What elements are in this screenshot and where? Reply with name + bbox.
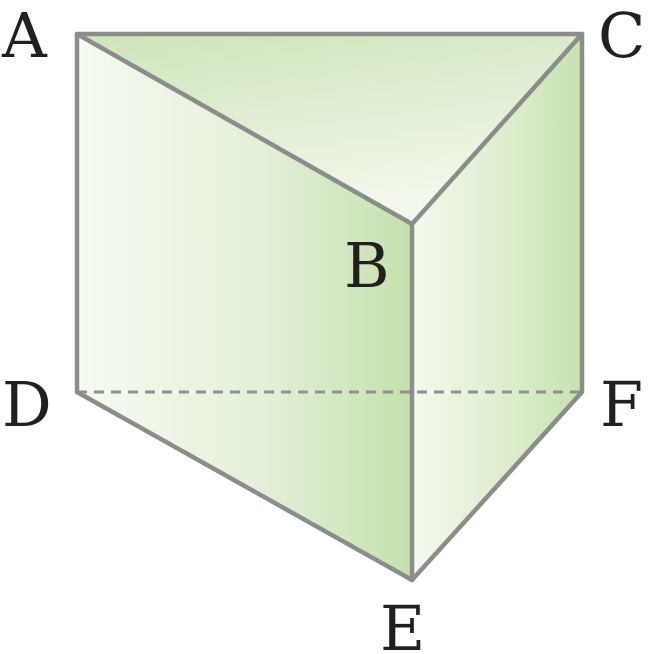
face-abc [77, 34, 582, 224]
vertex-label-e: E [380, 592, 425, 654]
vertex-label-d: D [2, 368, 52, 441]
face-abed [77, 34, 412, 580]
edge-ef [409, 389, 585, 583]
edge-bc [409, 31, 585, 227]
edge-ab [74, 31, 415, 227]
vertex-label-c: C [598, 0, 645, 72]
vertex-label-b: B [344, 229, 390, 302]
vertex-label-f: F [600, 368, 643, 441]
vertex-label-a: A [1, 0, 48, 72]
face-bcfe [412, 34, 582, 580]
edge-de [74, 389, 415, 583]
